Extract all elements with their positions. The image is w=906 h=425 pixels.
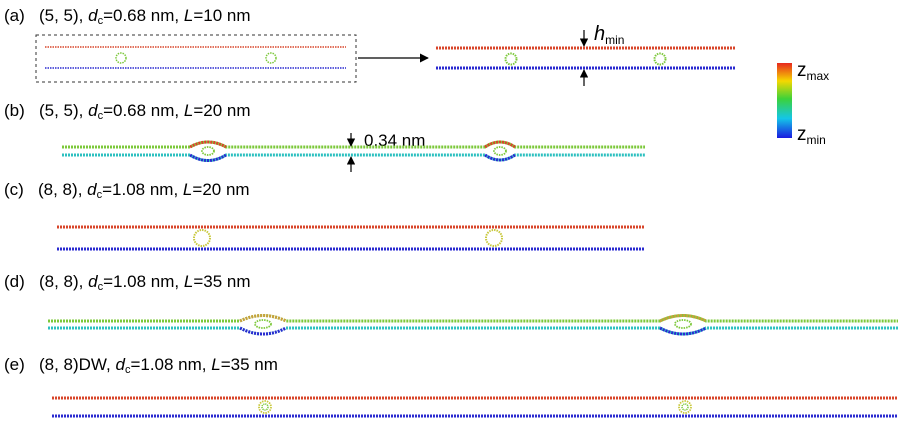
panel-c-nanotube-left (193, 229, 211, 247)
panel-b-diagram (62, 133, 645, 172)
panel-a-nanotube-left (504, 52, 518, 66)
hmin-label: hmin (594, 23, 625, 47)
panel-d-L-symbol: L (183, 272, 194, 291)
panel-e-nanotube-right-outer (678, 400, 692, 414)
panel-d-bottom-sheet (48, 326, 898, 336)
panel-a-L-value: =10 nm (193, 6, 251, 25)
panel-e-dc-sub: c (124, 364, 131, 376)
panel-e-nanotube-left-outer (258, 400, 272, 414)
panel-d-top-bump-left (239, 314, 287, 323)
panel-c-dc-symbol: d (87, 180, 97, 199)
panel-b-top-bump-left (189, 140, 227, 149)
panel-b-tag: (b) (4, 101, 25, 120)
panel-a-dc-sub: c (97, 15, 104, 27)
panel-c-L-symbol: L (182, 180, 193, 199)
hmin-symbol: h (594, 23, 606, 45)
panel-b-top-sheet (62, 140, 645, 149)
colorbar-max-symbol: z (797, 60, 807, 81)
panel-c-dc-sub: c (96, 189, 103, 201)
panel-c-label: (c) (8, 8), dc=1.08 nm, L=20 nm (4, 180, 250, 201)
colorbar-min-sub: min (806, 133, 826, 147)
panel-a-label: (a) (5, 5), dc=0.68 nm, L=10 nm (4, 6, 251, 27)
colorbar-min-label: zmin (797, 124, 826, 147)
panel-a-zoom-box (35, 34, 357, 83)
panel-e-dc-value: =1.08 nm (130, 355, 202, 374)
panel-a-dc-symbol: d (88, 6, 98, 25)
panel-e-tag: (e) (4, 355, 25, 374)
panel-d-dc-value: =1.08 nm (103, 272, 175, 291)
panel-a-tag: (a) (4, 6, 25, 25)
panel-d-label: (d) (8, 8), dc=1.08 nm, L=35 nm (4, 272, 251, 293)
panel-c-nanotube-right (485, 229, 503, 247)
panel-d-top-sheet (48, 314, 898, 323)
panel-b-dc-sub: c (97, 110, 104, 122)
panel-d-dc-sub: c (97, 281, 104, 293)
panel-b-top-bump-right (484, 140, 516, 149)
panel-a-nanotube-left-small (115, 52, 127, 64)
panel-a-nanotube-right (653, 52, 667, 66)
panel-a-diagram (35, 30, 736, 86)
panel-b-bottom-dip-right (484, 153, 516, 162)
panel-d-dc-symbol: d (88, 272, 98, 291)
colorbar (777, 63, 792, 138)
spacing-label: 0.34 nm (364, 131, 426, 150)
panel-b-dc-symbol: d (88, 101, 98, 120)
panel-d-bottom-dip-left (239, 326, 287, 336)
panel-d-diagram (48, 314, 898, 336)
panel-b-bottom-sheet (62, 153, 645, 162)
panel-e-diagram (52, 396, 898, 418)
panel-c-L-value: =20 nm (192, 180, 250, 199)
panel-e-L-symbol: L (211, 355, 221, 374)
panel-e-L-value: =35 nm (220, 355, 278, 374)
panel-b-chirality: (5, 5) (38, 101, 79, 120)
panel-b-bottom-dip-left (189, 153, 227, 162)
panel-e-label: (e) (8, 8)DW, dc=1.08 nm, L=35 nm (4, 355, 278, 376)
panel-d-L-value: =35 nm (193, 272, 251, 291)
panel-c-dc-value: =1.08 nm (102, 180, 174, 199)
colorbar-max-sub: max (806, 69, 830, 83)
panel-d-chirality: (8, 8) (38, 272, 79, 291)
panel-e-dc-symbol: d (115, 355, 125, 374)
panel-a-nanotube-right-small (265, 52, 277, 64)
panel-b-L-symbol: L (183, 101, 194, 120)
panel-e-nanotube-left-inner (261, 403, 269, 411)
panel-d-tag: (d) (4, 272, 25, 291)
panel-e-chirality: (8, 8)DW (38, 355, 107, 374)
colorbar-min-symbol: z (797, 124, 807, 145)
panel-d-bottom-dip-right (659, 326, 707, 336)
panel-b-L-value: =20 nm (193, 101, 251, 120)
panel-d-nanotube-right (674, 319, 692, 329)
panel-a-dc-value: =0.68 nm (103, 6, 175, 25)
panel-a-chirality: (5, 5) (38, 6, 79, 25)
hmin-sub: min (605, 33, 625, 47)
panel-e-nanotube-right-inner (681, 403, 689, 411)
panel-c-diagram (57, 225, 645, 251)
panel-b-label: (b) (5, 5), dc=0.68 nm, L=20 nm (4, 101, 251, 122)
panel-b-nanotube-right (493, 146, 507, 156)
panel-b-nanotube-left (201, 146, 215, 156)
panel-c-chirality: (8, 8) (38, 180, 78, 199)
panel-d-nanotube-left (254, 319, 272, 329)
panel-d-top-bump-right (659, 314, 707, 323)
colorbar-max-label: zmax (797, 60, 830, 83)
panel-a-L-symbol: L (183, 6, 194, 25)
panel-c-tag: (c) (4, 180, 24, 199)
panel-b-dc-value: =0.68 nm (103, 101, 175, 120)
